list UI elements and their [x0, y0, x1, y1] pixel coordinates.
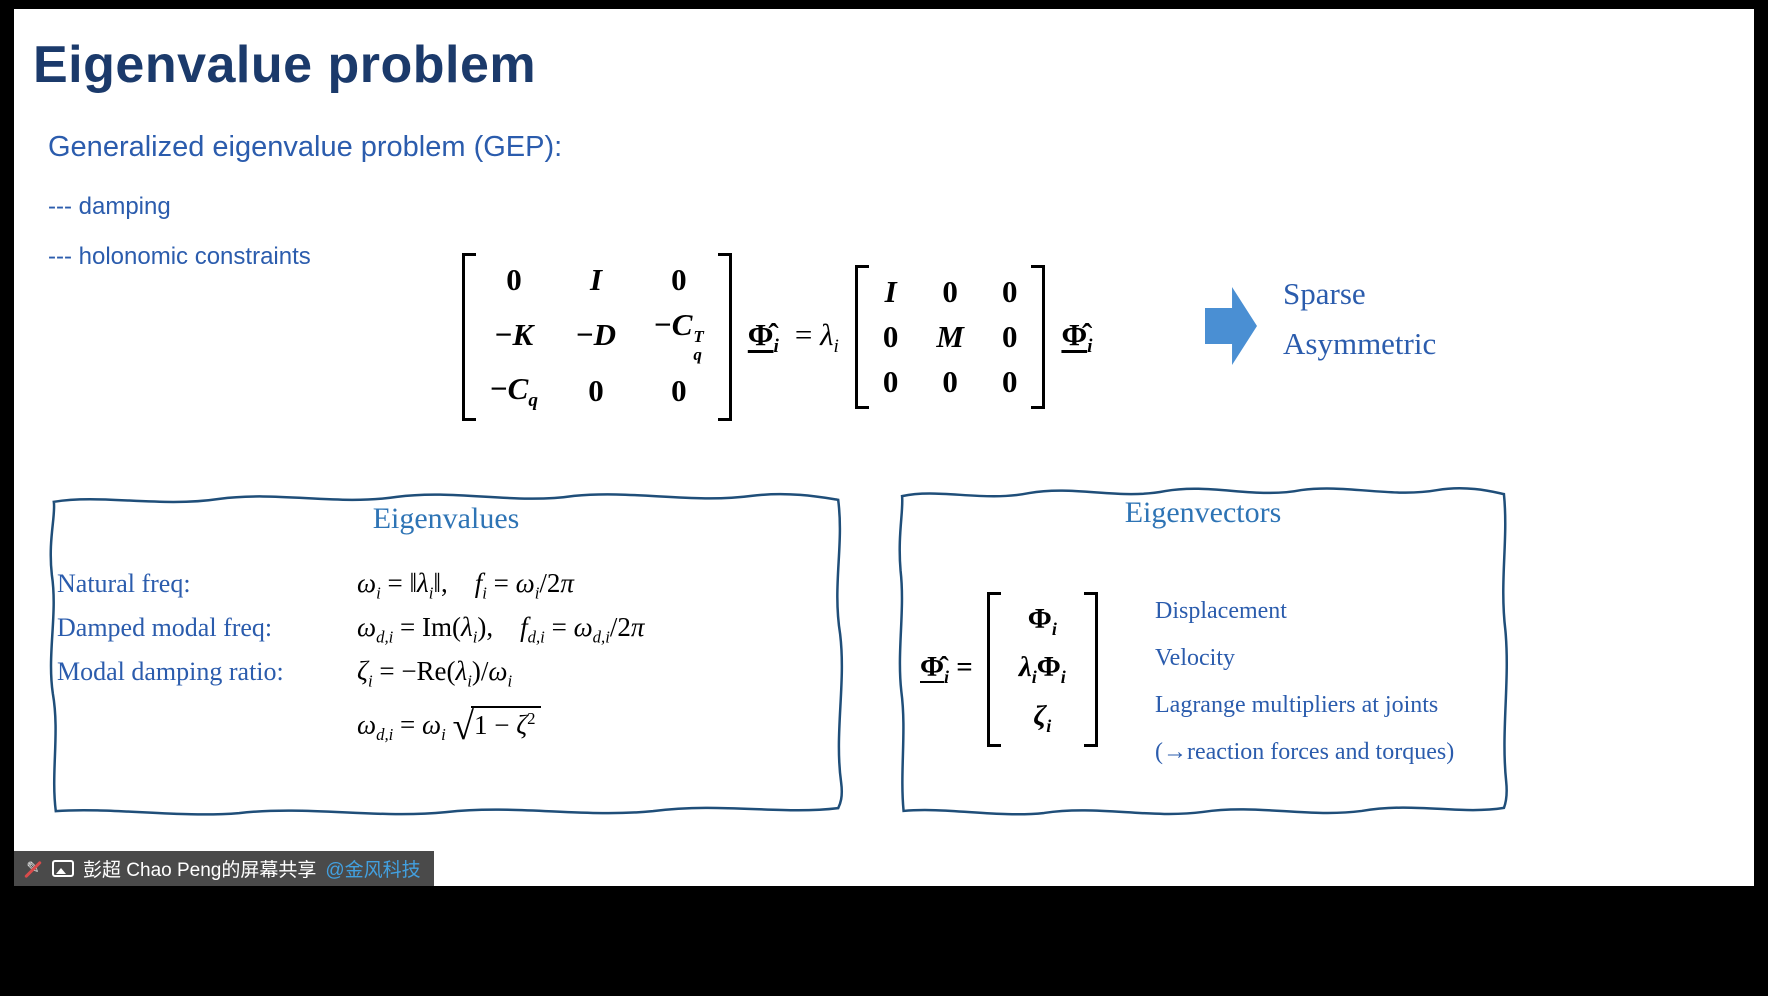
- left-bracket: [462, 253, 476, 422]
- modal-damping-ratio-row: Modal damping ratio: ζi = −Re(λi)/ωi: [57, 656, 512, 691]
- natural-freq-formula: ωi = ‖λi‖, fi = ωi/2π: [357, 568, 574, 603]
- share-org-link[interactable]: @金风科技: [325, 860, 421, 881]
- eigenvector-column: Φi λiΦi ζi: [986, 592, 1098, 748]
- right-bracket: [717, 253, 732, 422]
- matrix-property-caption: Sparse Asymmetric: [1283, 269, 1436, 369]
- vector-grid: Φi λiΦi ζi: [1001, 592, 1084, 747]
- matrix-cell: 0: [588, 373, 604, 409]
- left-bracket: [986, 592, 1001, 748]
- eigenvectors-box: Eigenvectors Φ̂i = Φi λiΦi ζi Displaceme…: [893, 480, 1513, 822]
- annotation-disabled-icon: ✎: [23, 859, 43, 879]
- slide-title: Eigenvalue problem: [33, 36, 537, 94]
- matrix-cell: 0: [1001, 363, 1018, 399]
- matrix-cell: 0: [506, 262, 522, 297]
- matrix-cell: −D: [575, 316, 617, 352]
- eigenvector-equation: Φ̂i = Φi λiΦi ζi: [920, 592, 1098, 748]
- screen-share-bar[interactable]: ✎ 彭超 Chao Peng的屏幕共享 @金风科技: [14, 851, 434, 886]
- matrix-cell: 0: [671, 373, 687, 409]
- vector-cell-lagrange: ζi: [1033, 699, 1052, 736]
- matrix-cell: 0: [942, 363, 958, 399]
- matrix-cell: I: [589, 262, 603, 297]
- matrix-cell: M: [936, 318, 964, 354]
- matrix-cell: 0: [1001, 274, 1018, 310]
- eigenvector-symbol: Φ̂i: [747, 316, 779, 357]
- matrix-grid: I 0 0 0 M 0 0 0 0: [869, 265, 1032, 409]
- matrix-cell: −K: [494, 316, 534, 352]
- label-lagrange-multipliers: Lagrange multipliers at joints: [1155, 692, 1439, 718]
- label-reaction-forces: (→reaction forces and torques): [1155, 739, 1455, 765]
- bullet-holonomic-constraints: --- holonomic constraints: [48, 243, 311, 270]
- matrix-cell: 0: [942, 274, 958, 310]
- damped-modal-freq-label: Damped modal freq:: [57, 613, 273, 642]
- matrix-cell: 0: [882, 363, 899, 399]
- right-bracket: [1083, 592, 1098, 748]
- natural-freq-row: Natural freq: ωi = ‖λi‖, fi = ωi/2π: [57, 568, 574, 603]
- caption-line-asymmetric: Asymmetric: [1283, 326, 1437, 362]
- left-bracket: [854, 265, 869, 410]
- matrix-cell: 0: [671, 262, 687, 297]
- screen-share-icon: [52, 860, 74, 877]
- label-velocity: Velocity: [1155, 645, 1235, 671]
- matrix-cell: 0: [882, 318, 899, 354]
- right-bracket: [1031, 265, 1046, 410]
- matrix-cell: 0: [1001, 318, 1018, 354]
- damped-modal-freq-row: Damped modal freq: ωd,i = Im(λi), fd,i =…: [57, 612, 644, 647]
- modal-damping-ratio-label: Modal damping ratio:: [57, 657, 284, 686]
- vector-cell-displacement: Φi: [1027, 603, 1057, 639]
- matrix-cell: −Cq: [490, 371, 538, 412]
- gep-rhs-matrix: I 0 0 0 M 0 0 0 0: [854, 265, 1046, 410]
- share-presenter-text: 彭超 Chao Peng的屏幕共享: [83, 860, 317, 881]
- bullet-damping: --- damping: [48, 193, 171, 220]
- equals-lambda: = λi: [794, 316, 839, 357]
- eigenvector-symbol: Φ̂i: [1061, 316, 1093, 357]
- modal-damping-ratio-formula: ζi = −Re(λi)/ωi: [357, 656, 513, 691]
- label-displacement: Displacement: [1155, 598, 1287, 624]
- right-block-arrow-icon: [1205, 287, 1257, 365]
- natural-freq-label: Natural freq:: [57, 569, 191, 598]
- damped-modal-freq-formula: ωd,i = Im(λi), fd,i = ωd,i/2π: [357, 612, 645, 647]
- gep-subtitle: Generalized eigenvalue problem (GEP):: [48, 131, 563, 163]
- sketch-border: [42, 486, 850, 822]
- damped-freq-sqrt-formula: ωd,i = ωi √1 − ζ2: [357, 704, 541, 749]
- matrix-cell: I: [884, 274, 897, 310]
- eigenvector-lhs: Φ̂i =: [920, 651, 973, 687]
- eigenvectors-title: Eigenvectors: [1124, 496, 1282, 529]
- eigenvalues-title: Eigenvalues: [372, 502, 520, 535]
- caption-line-sparse: Sparse: [1283, 276, 1366, 311]
- presentation-slide: Eigenvalue problem Generalized eigenvalu…: [14, 9, 1754, 886]
- vector-cell-velocity: λiΦi: [1018, 651, 1066, 688]
- eigenvalues-box: Eigenvalues Natural freq: ωi = ‖λi‖, fi …: [42, 486, 850, 822]
